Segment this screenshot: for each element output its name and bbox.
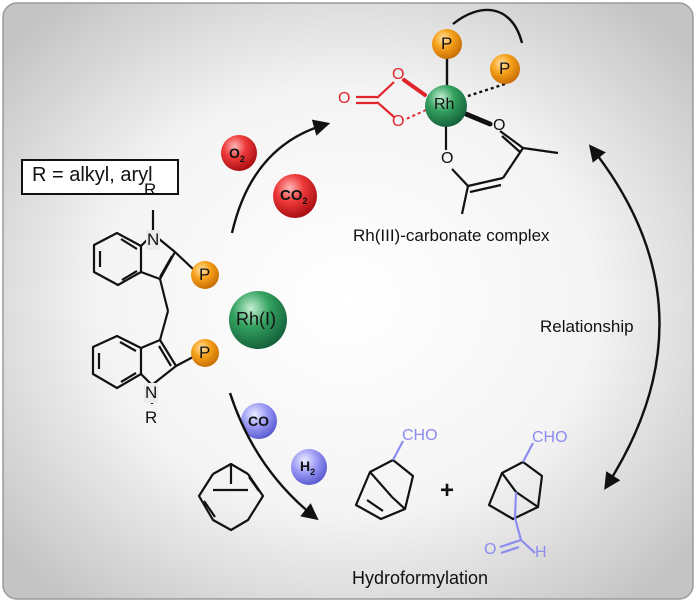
ligand-r-bottom: R [145,408,158,427]
substituent-label: R = alkyl, aryl [32,164,153,186]
ligand-p-bottom: P [199,343,211,362]
product2-aldehyde-h: H [535,544,547,561]
acac-o-enolate: O [441,150,454,167]
co-label: CO [248,413,269,429]
o2-label: O2 [229,145,245,164]
product1-cho: CHO [402,427,438,444]
rh-ball [425,85,467,127]
carbonate-o-top: O [392,66,405,83]
co2-ball [273,174,317,218]
rh1-ball [229,291,287,349]
co2-label: CO2 [280,187,308,206]
acac-o-ketone: O [493,117,506,134]
complex-caption: Rh(III)-carbonate complex [353,226,550,245]
substituent-box [21,159,179,195]
diphosphine-backbone [452,8,524,44]
ligand-r-top: R [144,180,157,199]
carbonate-o-bottom: O [392,113,405,130]
product2-cho: CHO [532,429,568,446]
complex-p-right: P [499,59,511,78]
norbornadiene [197,462,265,532]
complex-p-left: P [441,34,453,53]
relationship-arrow [588,144,661,490]
arrow-to-hydroformylation [228,392,319,521]
complex-rh: Rh [434,96,455,113]
complex-p-ball-right [490,54,520,84]
product-dialdehyde [487,442,544,555]
ligand-p-ball-top [191,261,219,289]
rh-carbonate-complex [356,8,559,215]
o2-ball [221,135,257,171]
h2-ball [291,449,327,485]
rh1-label: Rh(I) [236,309,276,329]
complex-p-ball-left [432,29,462,59]
carbonate-o-carbonyl: O [338,90,351,107]
arrow-to-complex [230,119,331,234]
relationship-label: Relationship [540,317,634,336]
ligand-p-ball-bottom [191,339,219,367]
product2-aldehyde-o: O [484,541,497,558]
h2-label: H2 [300,458,316,477]
co-ball [241,403,277,439]
hydroformylation-caption: Hydroformylation [352,568,489,588]
ligand-n-top: N [146,230,161,250]
plus-sign: + [440,477,455,504]
product-exo-aldehyde [354,440,415,521]
ligand-n-bottom: N [144,383,159,403]
ligand-p-top: P [199,265,211,284]
